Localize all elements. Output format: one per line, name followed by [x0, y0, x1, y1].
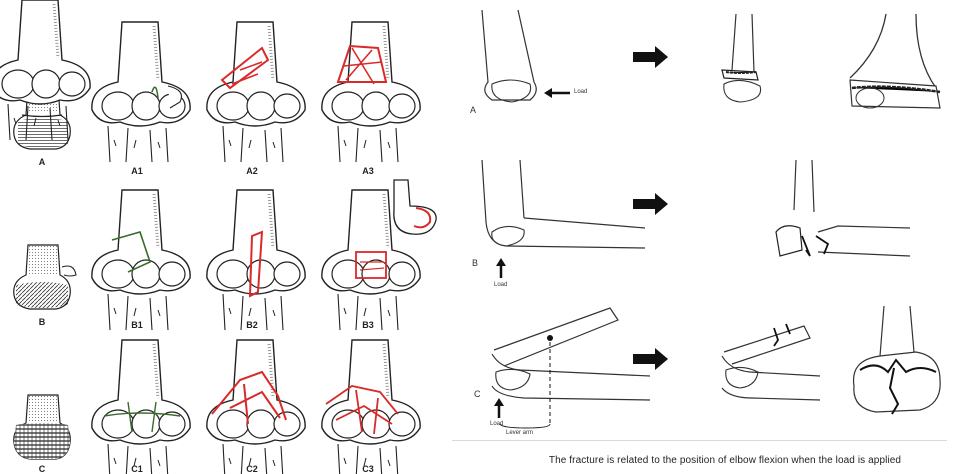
row-c-after-1 [722, 324, 820, 400]
label-b2: B2 [232, 320, 272, 330]
load-label-a: Load [574, 89, 587, 95]
mechanism-label-b: B [472, 258, 478, 268]
classification-panel: A A1 A2 A3 B B1 B2 B3 C C1 C2 C3 [0, 0, 440, 474]
load-label-c: Load [490, 421, 503, 427]
label-b3: B3 [348, 320, 388, 330]
label-b1: B1 [117, 320, 157, 330]
mechanism-panel: A B C Load Load Load Lever arm [440, 0, 955, 474]
row-b-after [776, 160, 910, 256]
elbow-drawings [0, 0, 440, 474]
row-a-after-2 [850, 14, 940, 108]
caption-divider [452, 440, 947, 441]
label-c1: C1 [117, 464, 157, 474]
label-a2: A2 [232, 166, 272, 176]
drawing-c3 [322, 340, 420, 474]
label-a1: A1 [117, 166, 157, 176]
load-label-b: Load [494, 282, 507, 288]
drawing-c2 [207, 340, 305, 474]
row-b-before [482, 160, 645, 278]
row-c-before [492, 308, 650, 428]
arrow-a [633, 46, 668, 68]
drawing-a3 [322, 22, 420, 162]
arrow-c [633, 348, 668, 370]
drawing-b1 [92, 190, 190, 330]
label-c3: C3 [348, 464, 388, 474]
row-a-after-1 [722, 14, 761, 102]
label-a3: A3 [348, 166, 388, 176]
arrow-b [633, 193, 668, 215]
drawing-a2 [207, 22, 305, 162]
lever-arm-label: Lever arm [506, 430, 533, 436]
drawing-b2 [207, 190, 305, 330]
label-c: C [22, 464, 62, 474]
drawing-c1 [92, 340, 190, 474]
label-a: A [22, 157, 62, 167]
figure-caption: The fracture is related to the position … [515, 455, 935, 466]
label-b: B [22, 317, 62, 327]
mechanism-drawings [440, 0, 955, 474]
row-c-after-2 [854, 306, 941, 414]
label-c2: C2 [232, 464, 272, 474]
mechanism-label-c: C [474, 389, 481, 399]
mechanism-label-a: A [470, 105, 476, 115]
row-a-before [482, 10, 570, 102]
